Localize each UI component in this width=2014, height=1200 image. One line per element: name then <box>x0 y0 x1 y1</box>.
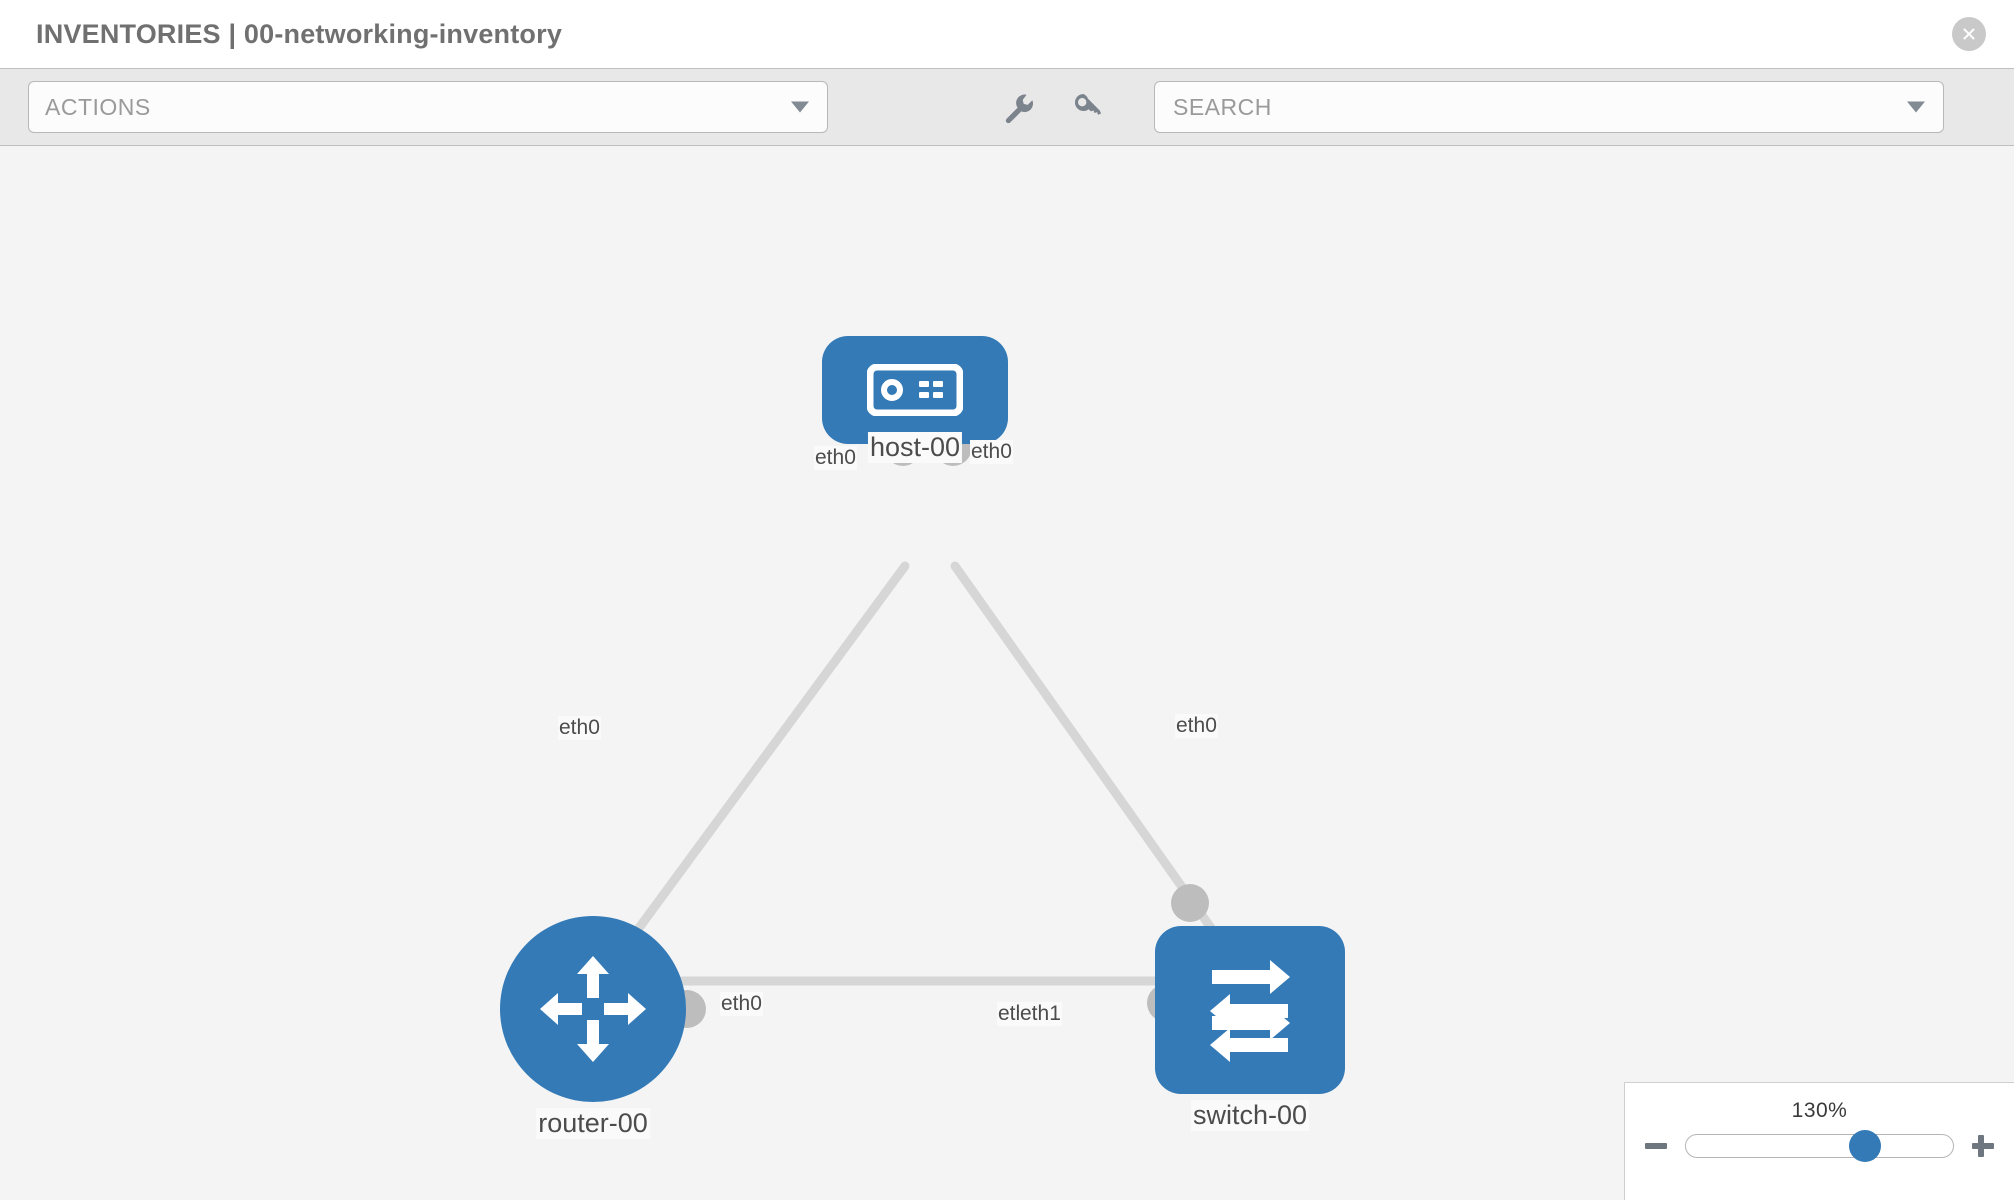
interface-label-switch-left: eth1 <box>1019 1002 1062 1026</box>
topology-node-host-00[interactable]: host-00 eth0 eth0 <box>814 336 1013 470</box>
router-node-shape[interactable] <box>500 916 686 1102</box>
search-field[interactable] <box>1154 81 1944 133</box>
node-label-switch-00: switch-00 <box>1190 1100 1310 1131</box>
window-titlebar: INVENTORIES | 00-networking-inventory <box>0 0 2014 68</box>
zoom-level-value: 130% <box>1791 1099 1848 1122</box>
zoom-out-button[interactable] <box>1643 1133 1669 1159</box>
node-label-host-00: host-00 <box>867 432 963 463</box>
router-arrows-icon <box>540 956 646 1062</box>
switch-arrows-icon <box>1210 960 1290 1062</box>
host-node-shape[interactable] <box>822 336 1008 444</box>
chevron-down-icon <box>791 101 809 113</box>
topology-node-router-00[interactable]: router-00 eth0 eth0 <box>500 716 763 1139</box>
zoom-control-panel: 130% <box>1624 1082 2014 1200</box>
page-title: INVENTORIES | 00-networking-inventory <box>36 18 563 49</box>
zoom-slider-thumb[interactable] <box>1848 1130 1881 1162</box>
interface-label-host-right: eth0 <box>970 440 1013 464</box>
interface-label-host-left: eth0 <box>814 446 857 470</box>
toolbar-icon-group <box>998 87 1108 127</box>
interface-label-router-right: eth0 <box>720 992 763 1016</box>
switch-node-shape[interactable] <box>1155 926 1345 1094</box>
zoom-in-button[interactable] <box>1970 1133 1996 1159</box>
node-label-router-00: router-00 <box>536 1108 650 1139</box>
topology-node-switch-00[interactable]: switch-00 eth0 eth0 eth1 <box>997 714 1345 1131</box>
topology-links <box>595 561 1250 986</box>
topology-canvas[interactable]: host-00 eth0 eth0 router-00 eth0 eth0 <box>0 146 2014 1200</box>
actions-dropdown-label: ACTIONS <box>45 93 151 120</box>
close-icon[interactable] <box>1952 17 1986 51</box>
actions-dropdown[interactable]: ACTIONS <box>28 81 828 133</box>
wrench-icon[interactable] <box>998 87 1038 127</box>
zoom-slider-track[interactable] <box>1685 1130 1954 1162</box>
interface-nub[interactable] <box>1171 884 1209 922</box>
chevron-down-icon[interactable] <box>1907 101 1925 113</box>
key-icon[interactable] <box>1068 87 1108 127</box>
server-icon <box>867 364 963 416</box>
link-host-router <box>595 561 910 986</box>
interface-label-router-up: eth0 <box>558 716 601 740</box>
zoom-slider-row <box>1625 1130 2014 1162</box>
search-input[interactable] <box>1171 92 1927 122</box>
interface-label-switch-up: eth0 <box>1175 714 1218 738</box>
inventory-toolbar: ACTIONS <box>0 68 2014 146</box>
